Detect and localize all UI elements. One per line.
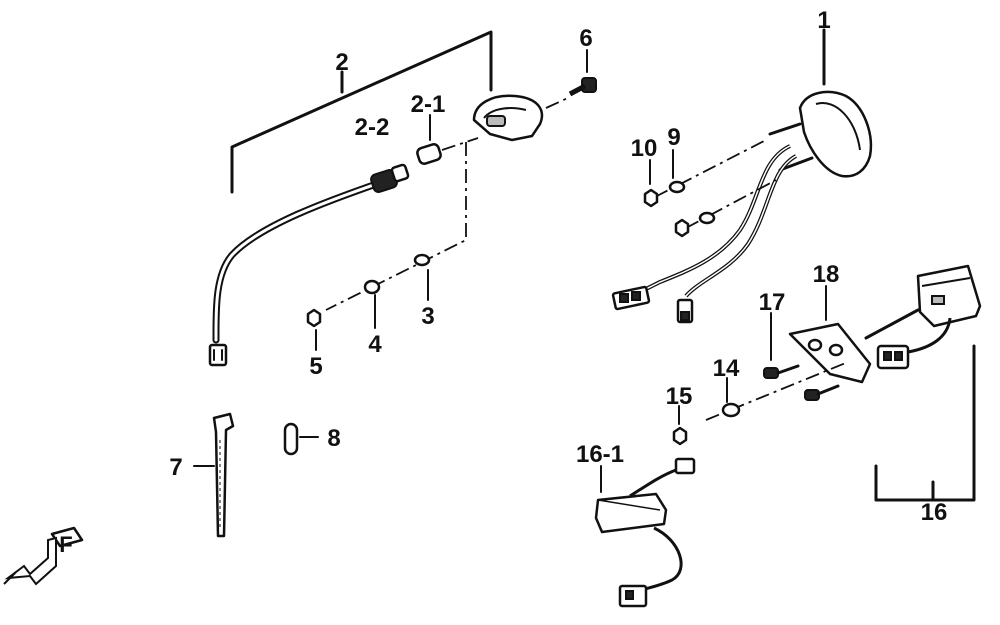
label-2-2: 2-2 (355, 114, 390, 141)
part-4-lockwasher (363, 279, 381, 329)
label-6: 6 (579, 25, 592, 52)
part-7-band (193, 412, 235, 538)
label-15: 15 (666, 383, 693, 410)
part-8-clip (283, 422, 319, 456)
direction-arrow-icon (3, 526, 84, 586)
part-17-screws (763, 312, 840, 401)
part-5-nut (306, 308, 322, 351)
bracket-group-2 (230, 30, 493, 194)
direction-marker-letter: F (59, 532, 72, 557)
label-9: 9 (667, 124, 680, 151)
part-2-2-grommet (370, 163, 410, 193)
part-16-lamp (864, 264, 982, 502)
parts-14-15-hardware (672, 377, 741, 446)
part-3-washer (413, 253, 431, 301)
part-2-housing (472, 94, 571, 142)
part-16-1-module (594, 457, 696, 608)
label-16: 16 (921, 499, 948, 526)
part-2-1-socket (416, 114, 479, 165)
label-3: 3 (421, 303, 434, 330)
label-18: 18 (813, 261, 840, 288)
label-17: 17 (759, 289, 786, 316)
parts-9-10-hardware (643, 139, 777, 238)
label-8: 8 (327, 425, 340, 452)
label-5: 5 (309, 353, 322, 380)
label-7: 7 (169, 454, 182, 481)
part-6-screw (568, 49, 597, 97)
label-10: 10 (631, 135, 658, 162)
label-14: 14 (713, 355, 740, 382)
label-16-1: 16-1 (576, 441, 624, 468)
label-2: 2 (335, 49, 348, 76)
part-18-bracket (705, 285, 872, 421)
label-2-1: 2-1 (411, 91, 446, 118)
label-4: 4 (368, 331, 382, 358)
part-2-cable (208, 178, 386, 367)
part-1-lamp (611, 28, 873, 324)
label-1: 1 (817, 7, 830, 34)
